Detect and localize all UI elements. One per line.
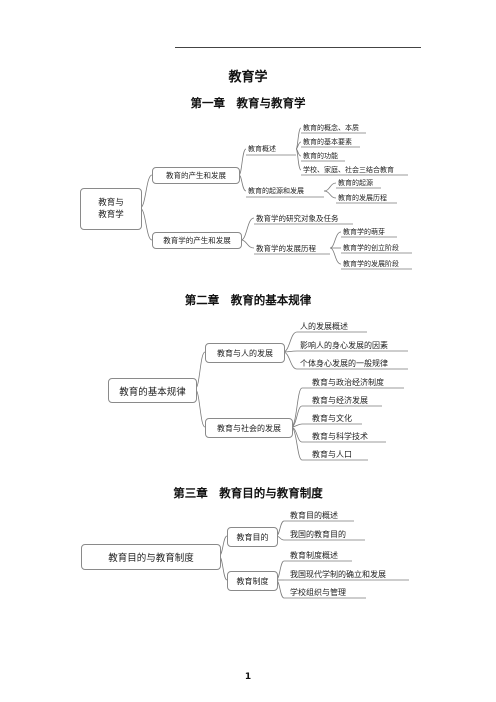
- chapter-1-branch-2: 教育学的产生和发展: [152, 232, 242, 249]
- chapter-1-item: 教育的基本要素: [303, 138, 352, 146]
- chapter-3-branch-2: 教育制度: [227, 571, 278, 591]
- chapter-2-item: 影响人的身心发展的因素: [300, 341, 388, 350]
- chapter-3-item: 教育目的概述: [290, 511, 338, 520]
- chapter-3-root: 教育目的与教育制度: [81, 544, 221, 570]
- chapter-3-item: 学校组织与管理: [290, 588, 346, 597]
- chapter-1-item: 教育学的萌芽: [343, 228, 385, 236]
- chapter-1-item: 教育学的创立阶段: [343, 244, 399, 252]
- chapter-2-item: 教育与政治经济制度: [312, 378, 384, 387]
- chapter-2-title: 第二章 教育的基本规律: [184, 293, 312, 307]
- chapter-1-branch-1: 教育的产生和发展: [152, 167, 240, 184]
- chapter-3-connectors: [218, 520, 409, 599]
- chapter-2-item: 教育与科学技术: [312, 432, 368, 441]
- chapter-2-item: 教育与经济发展: [312, 396, 368, 405]
- chapter-1-sub-4: 教育学的发展历程: [256, 244, 316, 253]
- chapter-2-branch-1: 教育与人的发展: [205, 343, 285, 363]
- chapter-2-item: 教育与人口: [312, 450, 352, 459]
- chapter-1-sub-2: 教育的起源和发展: [248, 187, 304, 195]
- chapter-1-mindmap: 教育与 教育学 教育的产生和发展 教育学的产生和发展 教育概述 教育的起源和发展…: [0, 112, 496, 272]
- chapter-2-connectors: [194, 331, 408, 461]
- chapter-1-root: 教育与 教育学: [80, 188, 142, 230]
- chapter-3-branch-1: 教育目的: [227, 527, 278, 547]
- chapter-1-item: 教育的功能: [303, 152, 338, 160]
- chapter-1-item: 教育的概念、本质: [303, 124, 359, 132]
- chapter-3-mindmap: 教育目的与教育制度 教育目的 教育制度 教育目的概述 我国的教育目的 教育制度概…: [0, 506, 496, 606]
- chapter-1-sub-3: 教育学的研究对象及任务: [256, 214, 339, 223]
- chapter-3-item: 我国的教育目的: [290, 530, 346, 539]
- chapter-1-item: 教育的起源: [338, 179, 373, 187]
- page-number: 1: [244, 672, 252, 682]
- chapter-1-title: 第一章 教育与教育学: [190, 96, 306, 110]
- chapter-2-root: 教育的基本规律: [108, 378, 197, 403]
- chapter-2-item: 个体身心发展的一般规律: [300, 359, 388, 368]
- chapter-1-sub-1: 教育概述: [248, 145, 276, 153]
- chapter-1-connectors: [139, 127, 412, 270]
- header-rule: [175, 47, 421, 48]
- chapter-1-item: 学校、家庭、社会三结合教育: [303, 166, 394, 174]
- document-title: 教育学: [228, 70, 268, 85]
- chapter-2-mindmap: 教育的基本规律 教育与人的发展 教育与社会的发展 人的发展概述 影响人的身心发展…: [0, 314, 496, 466]
- chapter-3-title: 第三章 教育目的与教育制度: [173, 486, 323, 500]
- chapter-2-item: 人的发展概述: [300, 322, 348, 331]
- chapter-1-item: 教育的发展历程: [338, 194, 387, 202]
- chapter-2-item: 教育与文化: [312, 414, 352, 423]
- chapter-2-branch-2: 教育与社会的发展: [205, 418, 293, 438]
- chapter-3-item: 教育制度概述: [290, 551, 338, 560]
- chapter-1-item: 教育学的发展阶段: [343, 260, 399, 268]
- chapter-3-item: 我国现代学制的确立和发展: [290, 570, 386, 579]
